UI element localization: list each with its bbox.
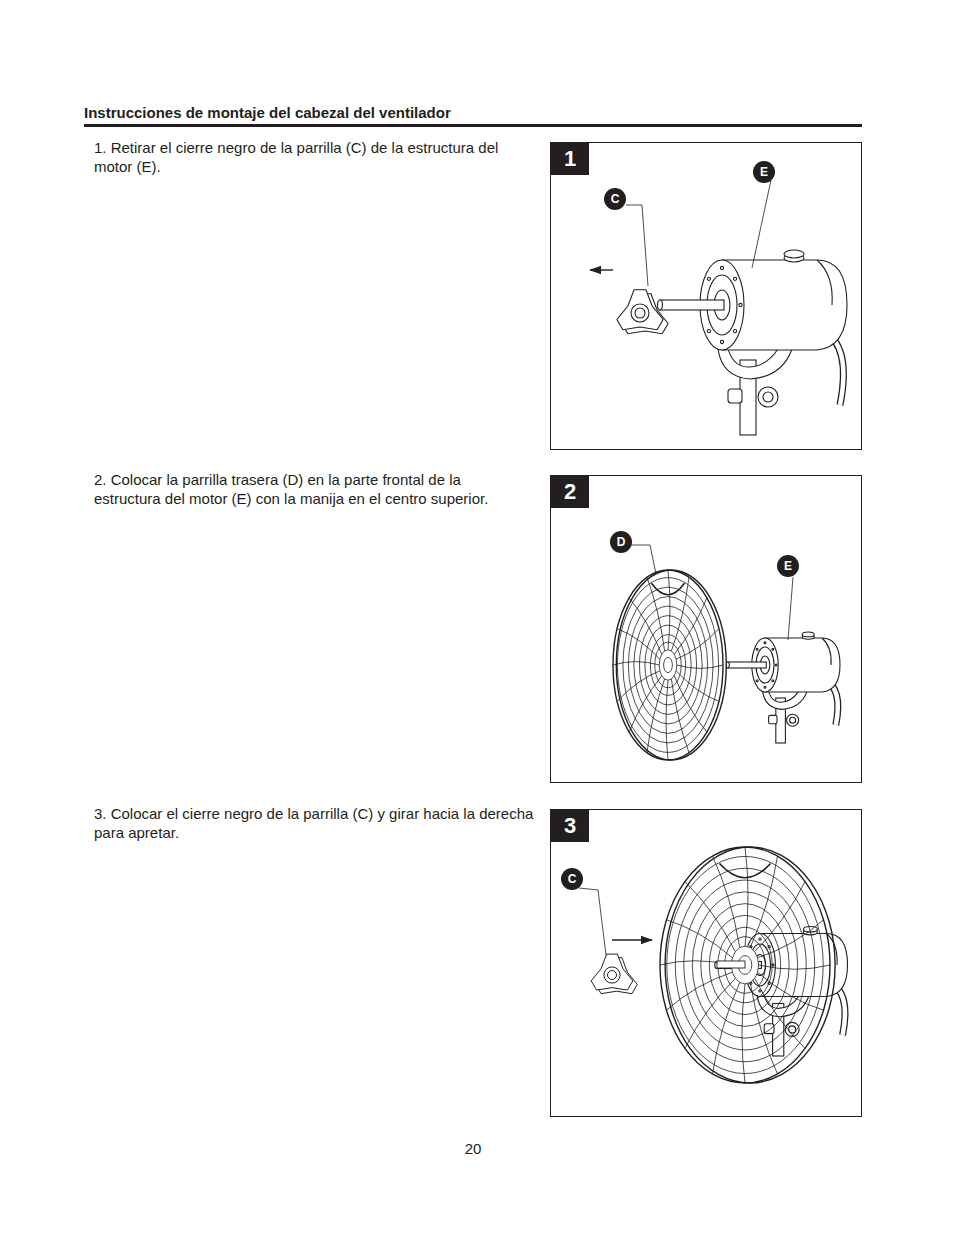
direction-arrow bbox=[612, 939, 652, 940]
rear-grille bbox=[613, 570, 726, 760]
direction-arrow bbox=[590, 269, 613, 270]
page-number: 20 bbox=[440, 1139, 506, 1158]
callout-text: D bbox=[617, 536, 626, 548]
step-panel: 1C E bbox=[550, 142, 862, 450]
leader-line bbox=[579, 888, 606, 955]
section-heading: Instrucciones de montaje del cabezal del… bbox=[84, 103, 451, 122]
step-panel: 3C bbox=[550, 809, 862, 1117]
step-number: 2 bbox=[551, 476, 589, 508]
callout-letter: C bbox=[604, 188, 626, 210]
leader-line bbox=[626, 205, 648, 286]
callout-letter: D bbox=[610, 531, 632, 553]
callout-letter: E bbox=[777, 555, 799, 577]
leader-line bbox=[752, 180, 771, 268]
callout-text: E bbox=[784, 560, 792, 572]
grille-nut bbox=[591, 954, 637, 994]
callout-text: C bbox=[611, 193, 620, 205]
instruction-text: 3. Colocar el cierre negro de la parrill… bbox=[94, 804, 534, 842]
callout-text: E bbox=[760, 166, 768, 178]
motor-shaft bbox=[717, 961, 745, 968]
instruction-text: 2. Colocar la parrilla trasera (D) en la… bbox=[94, 470, 524, 508]
motor-housing bbox=[658, 250, 848, 435]
step-panel: 2D E bbox=[550, 475, 862, 783]
heading-rule bbox=[84, 124, 862, 127]
motor-housing bbox=[726, 632, 840, 743]
rear-grille bbox=[660, 847, 835, 1083]
callout-text: C bbox=[568, 873, 577, 885]
callout-letter: E bbox=[753, 161, 775, 183]
leader-line bbox=[631, 545, 656, 574]
step-number: 3 bbox=[551, 810, 589, 842]
step-number: 1 bbox=[551, 143, 589, 175]
leader-line bbox=[788, 577, 793, 640]
grille-nut bbox=[617, 290, 668, 334]
callout-letter: C bbox=[561, 868, 583, 890]
instruction-text: 1. Retirar el cierre negro de la parrill… bbox=[94, 138, 524, 176]
